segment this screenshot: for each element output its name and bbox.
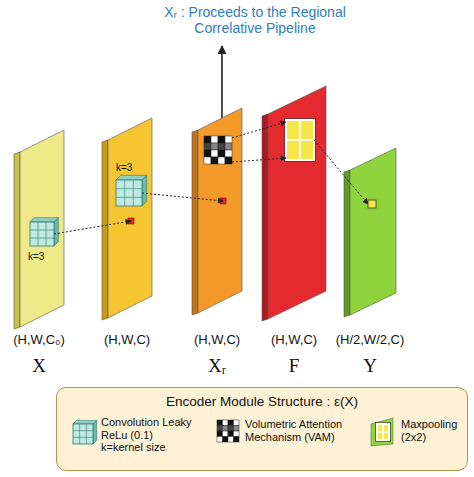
- kernel-size: k=3: [116, 162, 132, 174]
- kernel-size: k=3: [28, 251, 44, 263]
- projection-line: [232, 158, 286, 162]
- legend-icon: [215, 416, 243, 446]
- pipeline-arrow: [221, 46, 223, 121]
- feature-map-slab: [14, 130, 64, 327]
- feature-map: k=3(H,W,C): [102, 118, 152, 318]
- legend-icon: [369, 416, 397, 446]
- tensor-shape: (H/2,W/2,C): [336, 333, 405, 348]
- projection-line: [314, 140, 368, 204]
- feature-map: k=3(H,W,C₀)X: [14, 130, 64, 327]
- tensor-name: X: [32, 355, 46, 377]
- tensor-shape: (H,W,C₀): [13, 333, 65, 348]
- tensor-name: F: [289, 355, 300, 377]
- legend-icon: [71, 416, 99, 446]
- feature-map: (H/2,W/2,C)Y: [344, 148, 396, 315]
- tensor-shape: (H,W,C): [104, 333, 150, 348]
- tensor-name: Y: [363, 355, 377, 377]
- feature-map-slab: [102, 118, 152, 318]
- feature-map-slab: [344, 148, 396, 315]
- pipeline-note: Xᵣ : Proceeds to the Regional Correlativ…: [140, 4, 370, 36]
- legend-heading: Encoder Module Structure : ε(X): [57, 394, 467, 410]
- feature-map: (H,W,C)Xᵣ: [192, 108, 242, 313]
- legend-label: Maxpooling (2x2): [401, 418, 465, 443]
- legend-box: Encoder Module Structure : ε(X) Convoluti…: [56, 387, 468, 471]
- projection-line: [142, 193, 223, 201]
- legend-label: Volumetric Attention Mechanism (VAM): [245, 418, 357, 443]
- tensor-name: Xᵣ: [208, 355, 226, 377]
- tensor-shape: (H,W,C): [194, 333, 240, 348]
- tensor-shape: (H,W,C): [271, 333, 317, 348]
- feature-map-slab: [192, 108, 242, 313]
- projection-line: [54, 221, 131, 234]
- feature-map: (H,W,C)F: [262, 86, 326, 319]
- projection-line: [232, 122, 286, 138]
- feature-map-slab: [262, 86, 326, 319]
- legend-label: Convolution Leaky ReLu (0.1) k=kernel si…: [101, 416, 197, 454]
